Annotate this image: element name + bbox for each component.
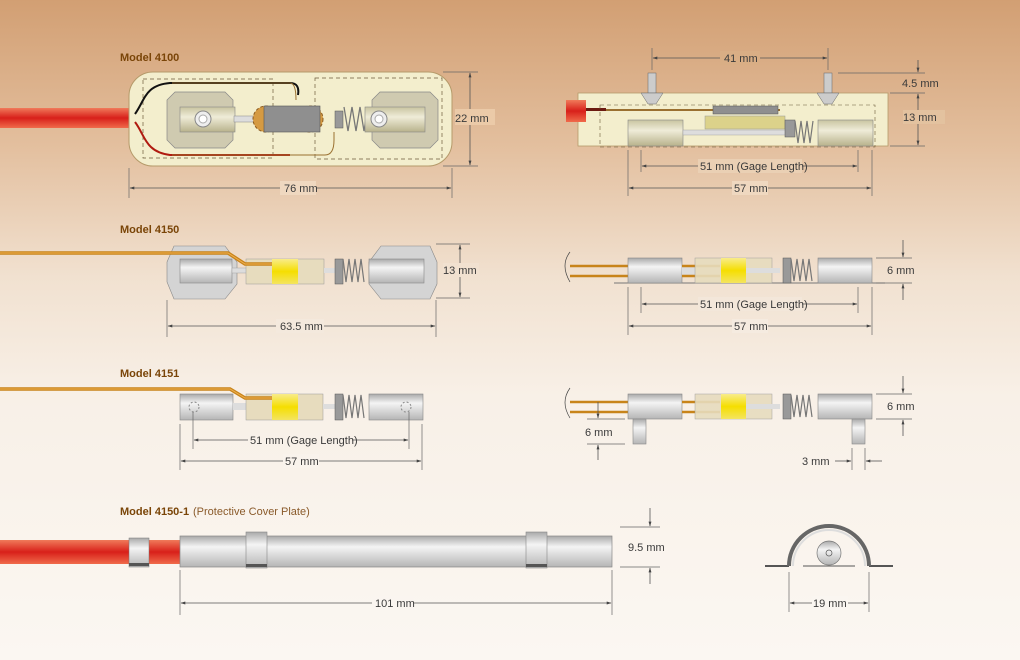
dim-4151-pin-diameter: 3 mm	[802, 456, 830, 468]
model-4150-1-title: Model 4150-1	[120, 506, 189, 518]
dim-4100-length: 76 mm	[284, 183, 318, 195]
model-4100-side-view: 41 mm 4.5 mm 13 mm 51 mm (Gage Length) 5…	[566, 48, 945, 196]
dim-4150-1-height: 9.5 mm	[628, 542, 665, 554]
model-4150-top-view: Model 4150 13 mm 63.5 mm	[0, 224, 479, 337]
dim-4150-length: 63.5 mm	[280, 321, 323, 333]
dim-4100-gage-length: 51 mm (Gage Length)	[700, 161, 808, 173]
red-cable	[0, 108, 132, 128]
model-4150-title: Model 4150	[120, 224, 179, 236]
red-cable	[0, 540, 180, 564]
model-4150-side-view: 6 mm 51 mm (Gage Length) 57 mm	[564, 240, 915, 335]
dim-4100-body-height: 13 mm	[903, 112, 937, 124]
model-4100-top-view: Model 4100 22 mm 76 mm	[0, 52, 495, 198]
model-4151-side-view: 6 mm 6 mm 3 mm	[564, 376, 915, 470]
dim-4100-bolt-spacing: 41 mm	[724, 53, 758, 65]
dim-4151-side-height: 6 mm	[887, 401, 915, 413]
model-4100-title: Model 4100	[120, 52, 179, 64]
model-4150-1-view: Model 4150-1 (Protective Cover Plate) 9.…	[0, 506, 665, 615]
model-4151-top-view: Model 4151 51 mm (Gage Length) 57 mm	[0, 368, 424, 470]
model-4150-1-title-text: Model 4150-1	[120, 506, 189, 518]
dim-4100-height: 22 mm	[455, 113, 489, 125]
dim-4150-height: 13 mm	[443, 265, 477, 277]
dim-4151-pin-offset: 6 mm	[585, 427, 613, 439]
dim-4100-bolt-height: 4.5 mm	[902, 78, 939, 90]
dim-4151-gage-length: 51 mm (Gage Length)	[250, 435, 358, 447]
model-4150-1-end-view: 19 mm	[765, 524, 893, 612]
model-4151-title: Model 4151	[120, 368, 179, 380]
model-4150-1-subtitle: (Protective Cover Plate)	[193, 506, 310, 518]
dim-4150-gage-length: 51 mm (Gage Length)	[700, 299, 808, 311]
dim-4100-overall: 57 mm	[734, 183, 768, 195]
dim-4151-overall: 57 mm	[285, 456, 319, 468]
dim-4150-1-length: 101 mm	[375, 598, 415, 610]
dim-4150-overall: 57 mm	[734, 321, 768, 333]
dim-4150-1-end-width: 19 mm	[813, 598, 847, 610]
dim-4150-side-height: 6 mm	[887, 265, 915, 277]
